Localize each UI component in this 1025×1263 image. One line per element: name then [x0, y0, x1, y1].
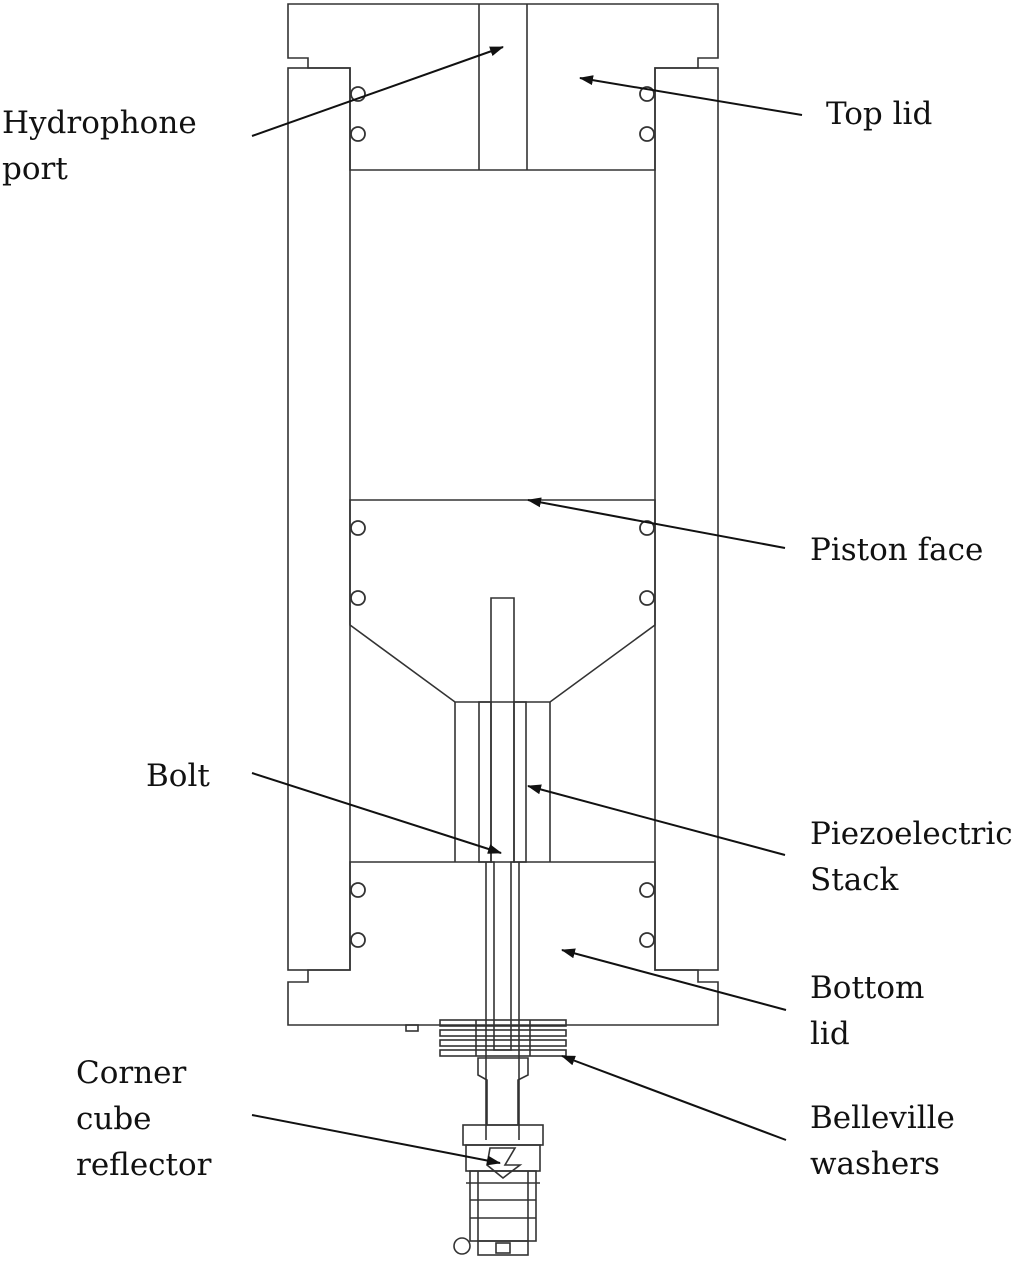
corner-cube-housing	[453, 1124, 544, 1256]
leader-piston-face	[527, 497, 786, 549]
leader-hydrophone-port	[251, 46, 504, 137]
label-line: Belleville	[810, 1100, 955, 1136]
label-line: Bolt	[146, 758, 210, 794]
leader-bottom-lid	[561, 948, 787, 1011]
top-lid-outline	[287, 3, 719, 171]
label-bottom-lid: Bottom lid	[810, 965, 924, 1057]
leader-bolt	[251, 772, 502, 854]
label-line: Hydrophone	[2, 105, 197, 141]
label-top-lid: Top lid	[826, 91, 932, 137]
label-corner-cube-reflector: Corner cube reflector	[76, 1050, 212, 1188]
leader-corner-cube-reflector	[251, 1114, 501, 1166]
bottom-lid-outline	[287, 861, 719, 1026]
label-line: Piston face	[810, 532, 984, 568]
bolt-shaft	[490, 597, 515, 1051]
leader-piezoelectric-stack	[527, 784, 786, 856]
label-line: Top lid	[826, 96, 933, 132]
label-belleville-washers: Belleville washers	[810, 1095, 955, 1187]
piezo-stack-right	[513, 701, 527, 863]
label-line: Bottom	[810, 970, 925, 1006]
piston-head	[349, 499, 656, 703]
label-line: port	[2, 151, 68, 187]
piezo-stack-left	[478, 701, 492, 863]
label-hydrophone-port: Hydrophone port	[2, 100, 197, 192]
leader-top-lid	[579, 75, 803, 116]
label-piezoelectric-stack: Piezoelectric Stack	[810, 811, 1013, 903]
label-bolt: Bolt	[146, 753, 210, 799]
label-piston-face: Piston face	[810, 527, 983, 573]
o-rings	[350, 86, 655, 948]
cylinder-wall-left	[287, 67, 351, 971]
bottom-lid-bump	[405, 1024, 419, 1032]
label-line: Stack	[810, 862, 899, 898]
label-line: reflector	[76, 1147, 212, 1183]
belleville-washer-stack	[439, 1019, 567, 1057]
leader-belleville-washers	[561, 1055, 787, 1141]
label-line: Piezoelectric	[810, 816, 1013, 852]
label-line: lid	[810, 1016, 850, 1052]
label-line: washers	[810, 1146, 940, 1182]
label-line: Corner	[76, 1055, 187, 1091]
corner-cube-prism	[486, 1147, 523, 1180]
label-line: cube	[76, 1101, 152, 1137]
